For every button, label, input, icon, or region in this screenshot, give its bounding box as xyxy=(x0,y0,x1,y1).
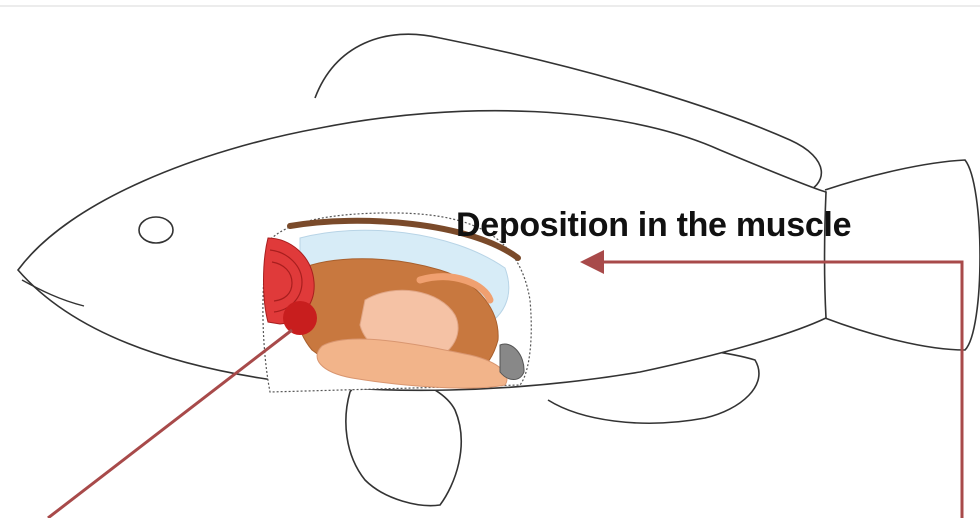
pelvic-fin xyxy=(346,376,461,506)
deposition-label: Deposition in the muscle xyxy=(456,206,851,245)
eye xyxy=(139,217,173,243)
tail-fin xyxy=(825,160,980,350)
kidney-center xyxy=(283,301,317,335)
